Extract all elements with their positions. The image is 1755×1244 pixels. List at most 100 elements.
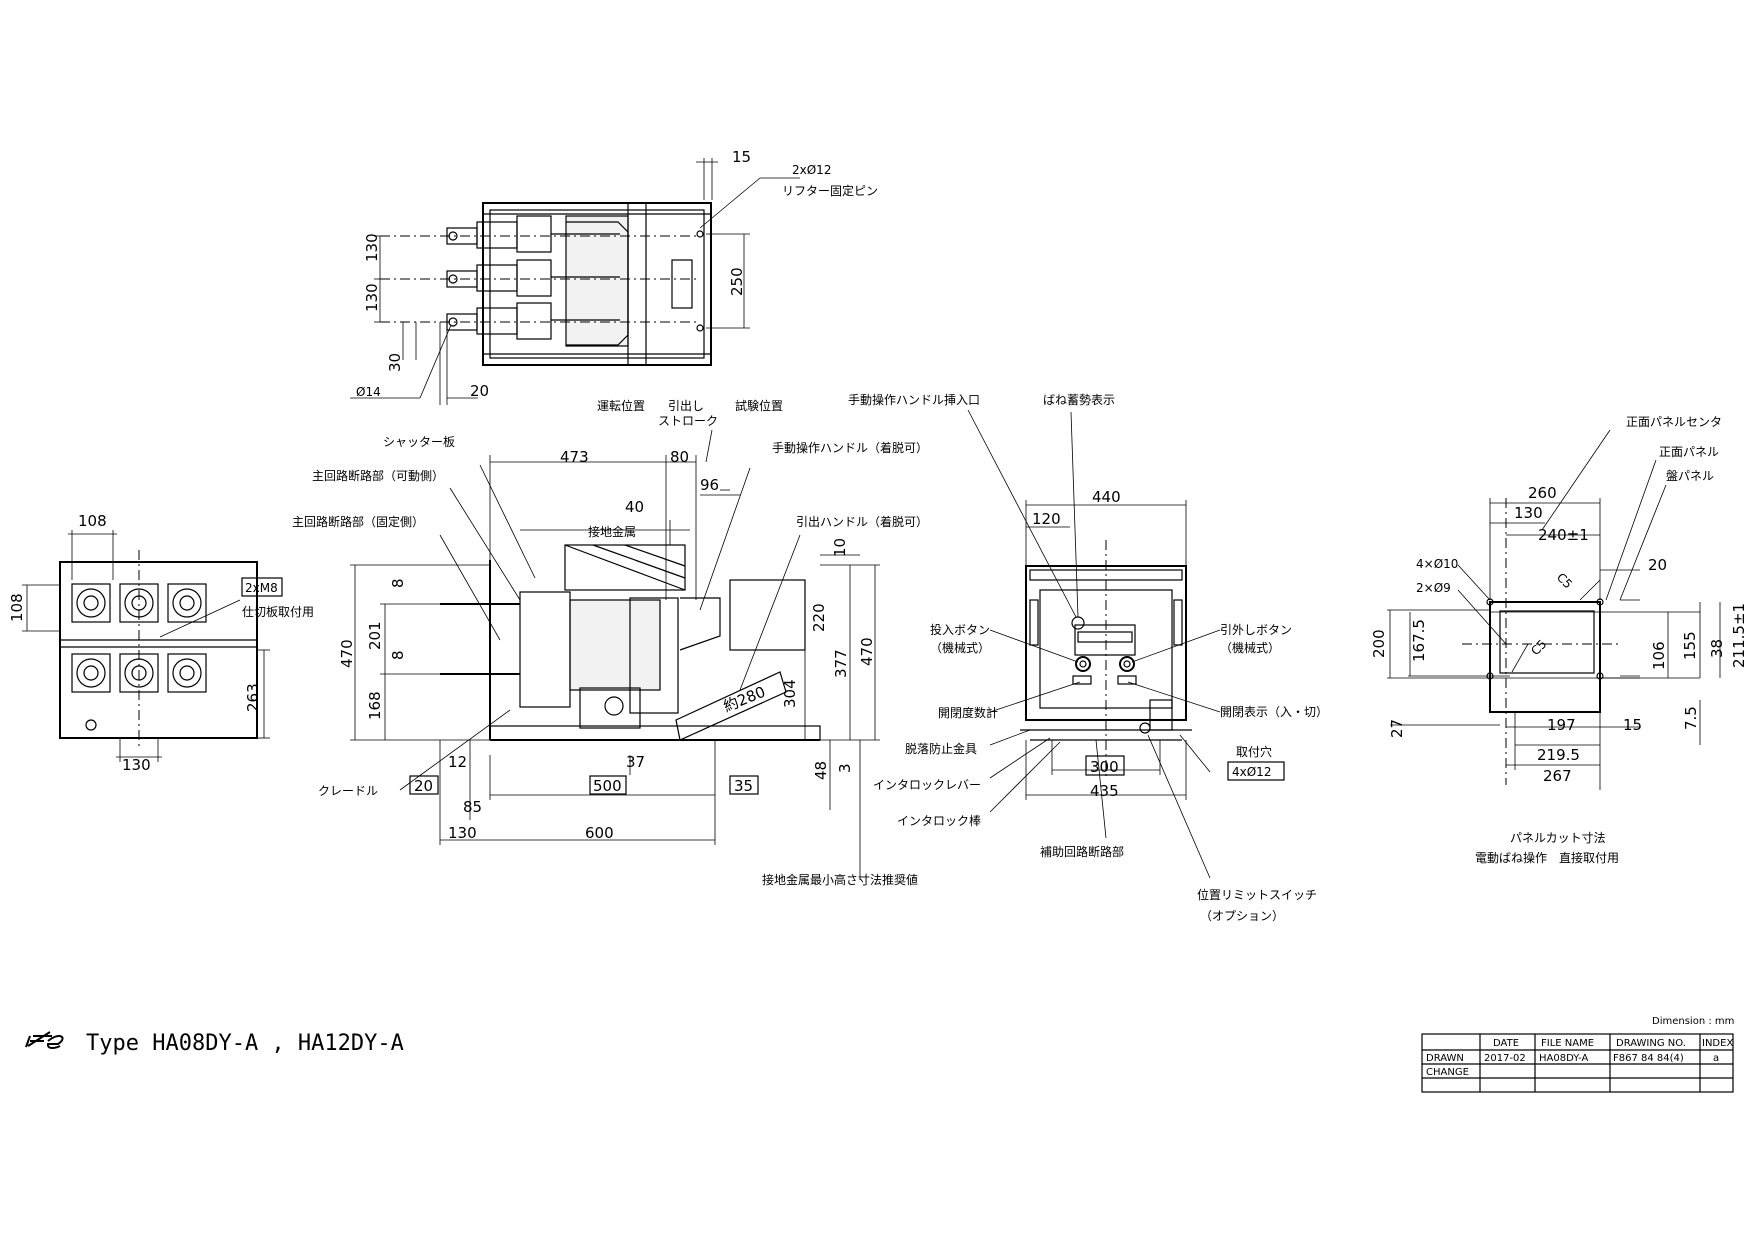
type-title: Type HA08DY-A , HA12DY-A [86,1031,404,1056]
panel-front-panel: 正面パネル [1659,445,1719,459]
rear-dim-130: 130 [122,756,151,774]
side-dim-8-a: 8 [389,578,407,588]
tb-date: 2017-02 [1484,1053,1526,1064]
front-trip-btn-1: 引外しボタン [1220,623,1292,637]
front-counter: 開閉度数計 [938,705,998,720]
panel-dim-260: 260 [1528,484,1557,502]
rear-view [22,530,283,762]
panel-dim-38: 38 [1708,639,1726,658]
panel-dim-240: 240±1 [1538,526,1589,544]
side-dim-201: 201 [366,621,384,650]
side-dim-35: 35 [734,777,753,795]
front-dim-435: 435 [1090,782,1119,800]
side-test-pos: 試験位置 [735,398,783,413]
panel-dim-7-5: 7.5 [1682,706,1700,730]
panel-dim-27: 27 [1388,719,1406,738]
front-open-close: 開閉表示（入・切） [1220,705,1328,719]
front-limit-sw-2: （オプション） [1200,909,1284,923]
panel-dim-200: 200 [1370,629,1388,658]
side-dim-8-b: 8 [389,650,407,660]
side-dim-10: 10 [831,538,849,557]
side-dim-600: 600 [585,824,614,842]
side-ground-min: 接地金属最小高さ寸法推奨値 [762,872,918,887]
side-draw-stroke-1: 引出し [668,399,704,413]
top-dim-130-b: 130 [363,283,381,312]
side-manual-handle: 手動操作ハンドル（着脱可） [772,440,928,455]
rear-note: 仕切板取付用 [242,605,314,619]
panel-dim-197: 197 [1547,716,1576,734]
front-trip-btn-2: （機械式） [1220,640,1280,655]
title-block [1421,1033,1734,1093]
side-dim-80: 80 [670,448,689,466]
tb-h-date: DATE [1493,1038,1519,1049]
panel-board-panel: 盤パネル [1666,469,1714,483]
panel-caption-1: パネルカット寸法 [1510,831,1606,845]
tb-h-index: INDEX [1702,1038,1733,1049]
top-dim-30: 30 [386,353,404,372]
side-dim-168: 168 [366,691,384,720]
top-dia-label: Ø14 [356,385,381,399]
side-dim-12: 12 [448,753,467,771]
front-mount-hole-box: 4xØ12 [1232,765,1271,779]
side-main-moving: 主回路断路部（可動側） [312,468,444,483]
side-box-500 [589,775,627,795]
panel-dim-167: 167.5 [1410,619,1428,662]
side-dim-377: 377 [832,649,850,678]
tb-file: HA08DY-A [1539,1053,1589,1064]
side-shutter: シャッター板 [383,435,455,449]
front-interlock-lever: インタロックレバー [873,778,981,792]
side-dim-304: 304 [781,679,799,708]
front-dim-440: 440 [1092,488,1121,506]
top-dim-130-a: 130 [363,233,381,262]
front-mount-box [1227,761,1285,781]
panel-dim-106: 106 [1650,641,1668,670]
top-dim-20: 20 [470,382,489,400]
front-interlock-rod: インタロック棒 [897,814,981,828]
side-box-35 [729,775,759,795]
side-cradle: クレードル [318,784,378,798]
side-main-fixed: 主回路断路部（固定側） [292,514,424,529]
side-dim-96: 96 [700,476,719,494]
side-dim-3: 3 [836,763,854,773]
front-box-300 [1085,755,1125,776]
dimension-unit: Dimension : mm [1652,1016,1734,1027]
front-close-btn-1: 投入ボタン [930,622,990,637]
panel-dim-219: 219.5 [1537,746,1580,764]
side-dim-37: 37 [626,753,645,771]
side-dim-470-l: 470 [338,639,356,668]
panel-caption-2: 電動ばね操作 直接取付用 [1475,850,1619,865]
tb-index: a [1713,1053,1719,1064]
panel-holes-9: 2×Ø9 [1416,581,1451,595]
side-draw-stroke-2: ストローク [658,414,718,428]
side-dim-48: 48 [812,761,830,780]
panel-holes-10: 4×Ø10 [1416,557,1458,571]
front-close-btn-2: （機械式） [930,640,990,655]
panel-dim-15: 15 [1623,716,1642,734]
front-limit-sw-1: 位置リミットスイッチ [1197,887,1317,902]
panel-cut-view [1387,429,1721,790]
side-view [350,429,880,880]
front-aux: 補助回路断路部 [1040,844,1124,859]
side-dim-85: 85 [463,798,482,816]
tb-change: CHANGE [1426,1067,1469,1078]
panel-dim-155: 155 [1681,631,1699,660]
rear-m8-box: 2xM8 [245,581,278,595]
side-dim-470-r: 470 [858,637,876,666]
side-dim-500: 500 [593,777,622,795]
tb-drawn: DRAWN [1426,1053,1464,1064]
panel-dim-267: 267 [1543,767,1572,785]
rear-dim-108-v: 108 [8,593,26,622]
tb-h-drawing: DRAWING NO. [1616,1038,1686,1049]
panel-c5-a: C5 [1554,570,1575,591]
top-pins-label: 2xØ12 [792,163,831,177]
side-dim-40: 40 [625,498,644,516]
front-spring: ばね蓄勢表示 [1043,392,1115,407]
panel-dim-211: 211.5±1 [1730,603,1748,668]
panel-front-center: 正面パネルセンタ [1626,415,1722,429]
side-dim-220: 220 [810,603,828,632]
side-box-20 [409,775,439,795]
side-dim-20: 20 [414,777,433,795]
tb-drawing-no: F867 84 84(4) [1613,1053,1684,1064]
